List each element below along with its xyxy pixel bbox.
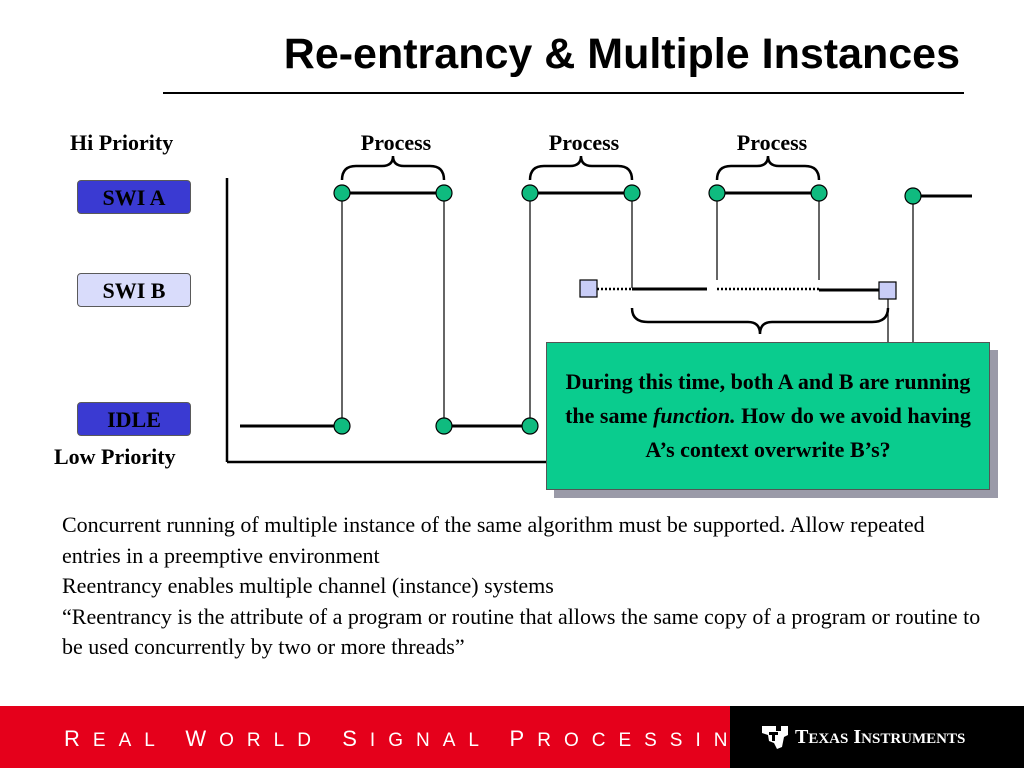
- callout-emphasis: function.: [653, 403, 736, 428]
- body-line: “Reentrancy is the attribute of a progra…: [62, 603, 981, 660]
- company-name: TEXAS INSTRUMENTS: [795, 726, 966, 748]
- callout-text-before: During this time, both A and B are runni…: [565, 369, 971, 428]
- blue-square-node: [878, 281, 897, 300]
- footer-bar: REAL WORLD SIGNAL PROCESSINGTM TEXAS INS…: [0, 706, 1024, 768]
- green-node: [435, 184, 453, 202]
- green-node: [810, 184, 828, 202]
- process-label-3: Process: [736, 130, 808, 155]
- green-node: [708, 184, 726, 202]
- title-underline: [163, 92, 964, 94]
- process-brace-1: [340, 155, 446, 181]
- swi-b-brace: [630, 307, 890, 335]
- swi-b-box: SWI B: [77, 273, 191, 307]
- process-label-1: Process: [360, 130, 432, 155]
- hi-priority-label: Hi Priority: [70, 130, 174, 155]
- slide-title: Re-entrancy & Multiple Instances: [283, 30, 960, 78]
- low-priority-label: Low Priority: [54, 444, 176, 469]
- ti-logo-icon: [762, 726, 788, 749]
- footer-red-band: REAL WORLD SIGNAL PROCESSINGTM: [0, 706, 780, 768]
- green-node: [435, 417, 453, 435]
- callout-text: During this time, both A and B are runni…: [557, 365, 979, 467]
- green-node: [333, 417, 351, 435]
- body-line: Concurrent running of multiple instance …: [62, 512, 925, 568]
- green-node: [904, 187, 922, 205]
- footer-black-band: TEXAS INSTRUMENTS: [730, 706, 1024, 768]
- process-brace-3: [715, 155, 821, 181]
- green-node: [521, 417, 539, 435]
- body-line: Reentrancy enables multiple channel (ins…: [62, 573, 554, 598]
- blue-square-node: [579, 279, 598, 298]
- process-label-2: Process: [548, 130, 620, 155]
- green-node: [623, 184, 641, 202]
- process-brace-2: [528, 155, 634, 181]
- green-node: [521, 184, 539, 202]
- swi-a-box: SWI A: [77, 180, 191, 214]
- callout-box: During this time, both A and B are runni…: [546, 342, 990, 490]
- body-text: Concurrent running of multiple instance …: [62, 510, 982, 663]
- green-node: [333, 184, 351, 202]
- callout-text-after: How do we avoid having A’s context overw…: [645, 403, 971, 462]
- footer-tagline: REAL WORLD SIGNAL PROCESSINGTM: [64, 726, 780, 752]
- idle-box: IDLE: [77, 402, 191, 436]
